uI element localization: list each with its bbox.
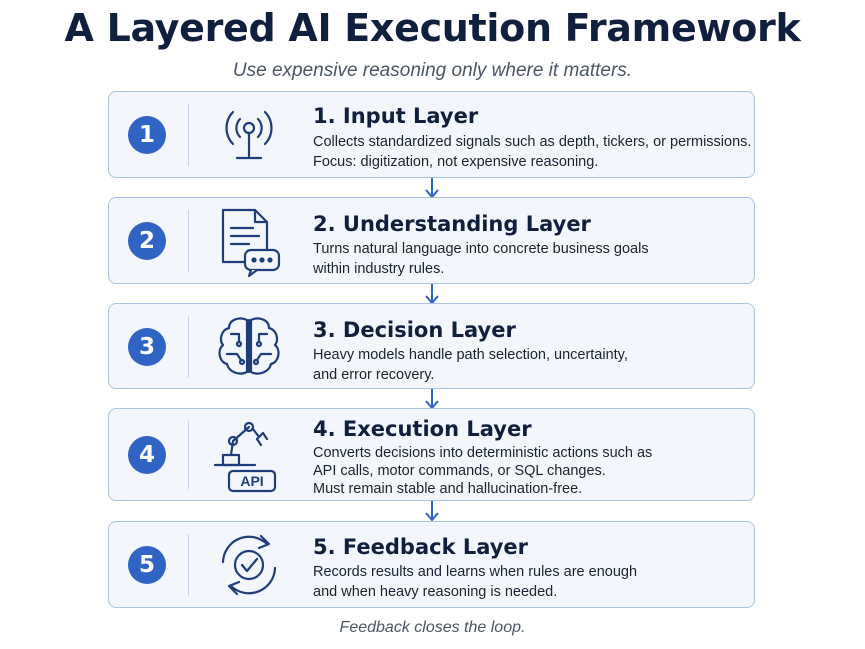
layer-title: 3. Decision Layer: [313, 318, 516, 342]
document-chat-icon: [209, 204, 289, 278]
page-title: A Layered AI Execution Framework: [64, 6, 801, 50]
layer-description-line: Heavy models handle path selection, unce…: [313, 347, 628, 363]
layer-card-feedback: 5 5. Feedback Layer Records results and …: [108, 521, 755, 608]
step-badge: 3: [128, 328, 166, 366]
layer-card-execution: 4 API 4. Execution Layer Converts decisi…: [108, 408, 755, 501]
step-badge: 4: [128, 436, 166, 474]
svg-text:API: API: [240, 473, 263, 489]
page-subtitle: Use expensive reasoning only where it ma…: [232, 60, 633, 81]
step-badge: 5: [128, 546, 166, 584]
layer-card-understanding: 2 2. Understanding Layer Turns natural l…: [108, 197, 755, 284]
layer-description-line: within industry rules.: [313, 261, 445, 277]
layer-description-line: Collects standardized signals such as de…: [313, 134, 752, 150]
card-divider: [188, 534, 189, 596]
layer-card-decision: 3 3. Decision Layer Heavy models handle …: [108, 303, 755, 389]
antenna-icon: [209, 100, 289, 170]
layer-title: 2. Understanding Layer: [313, 212, 591, 236]
footer-note: Feedback closes the loop.: [339, 619, 526, 636]
layer-title: 4. Execution Layer: [313, 417, 532, 441]
card-divider: [188, 316, 189, 378]
layer-description-line: Turns natural language into concrete bus…: [313, 241, 649, 257]
layer-description-line: API calls, motor commands, or SQL change…: [313, 463, 606, 479]
layer-title: 1. Input Layer: [313, 104, 479, 128]
layer-description-line: and when heavy reasoning is needed.: [313, 584, 558, 600]
robot-arm-icon: API: [209, 415, 289, 495]
down-arrow-icon: [425, 501, 439, 522]
step-badge: 2: [128, 222, 166, 260]
card-divider: [188, 104, 189, 166]
brain-circuit-icon: [209, 312, 289, 382]
layer-description-line: Converts decisions into deterministic ac…: [313, 445, 653, 461]
step-badge: 1: [128, 116, 166, 154]
layer-description-line: Must remain stable and hallucination-fre…: [313, 481, 583, 497]
layer-description-line: Records results and learns when rules ar…: [313, 564, 638, 580]
layer-title: 5. Feedback Layer: [313, 535, 529, 559]
layer-card-input: 1 1. Input Layer Collects standardized s…: [108, 91, 755, 178]
cycle-check-icon: [209, 528, 289, 598]
card-divider: [188, 210, 189, 272]
layer-description-line: and error recovery.: [313, 367, 435, 383]
layer-description-line: Focus: digitization, not expensive reaso…: [313, 154, 599, 170]
card-divider: [188, 421, 189, 489]
